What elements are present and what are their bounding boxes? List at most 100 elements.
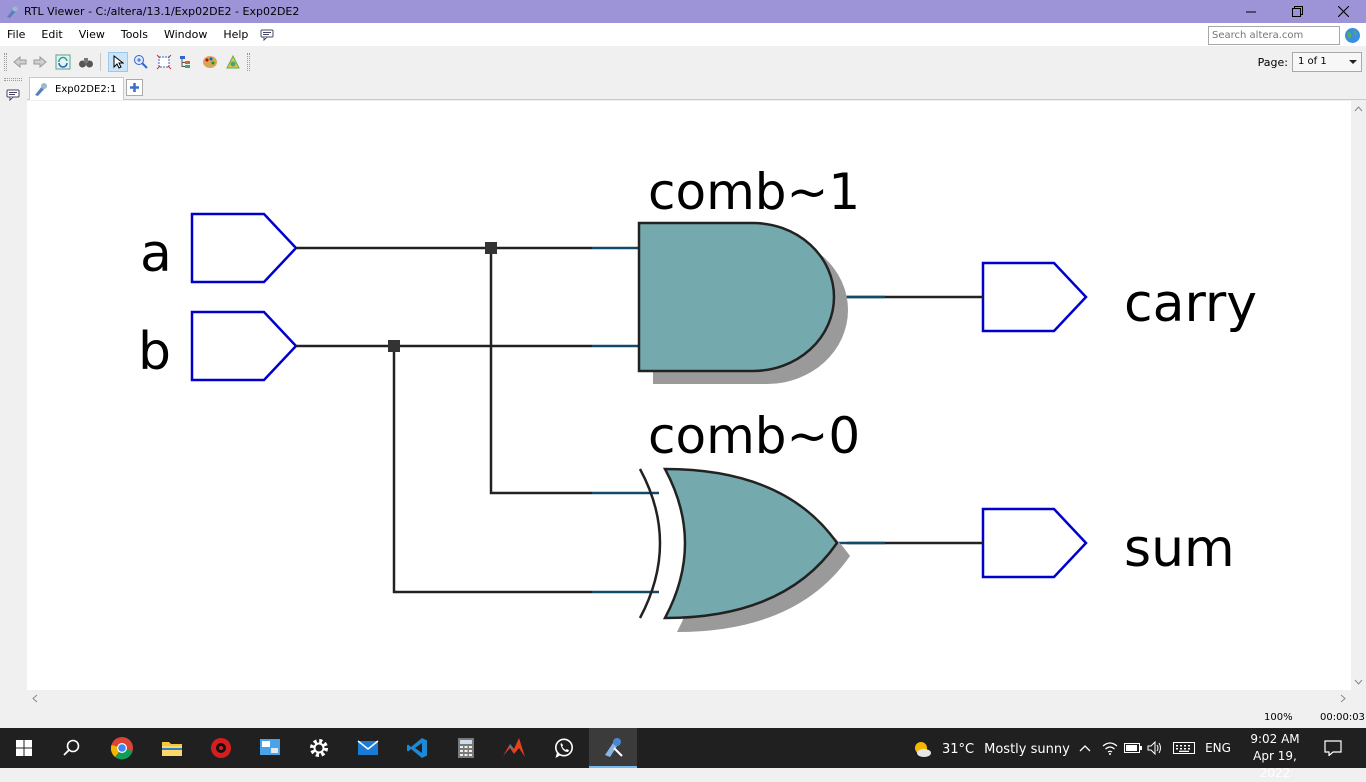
netlist-navigator-icon[interactable] xyxy=(223,52,243,72)
taskbar-settings[interactable] xyxy=(295,728,343,768)
output-port-sum[interactable] xyxy=(981,507,1088,579)
show-hidden-icons-button[interactable] xyxy=(1075,728,1095,768)
taskbar: 31°C Mostly sunny ENG 9:02 AM Apr 19, 20… xyxy=(0,728,1366,780)
minimize-button[interactable] xyxy=(1228,0,1274,23)
wire-b-to-xor xyxy=(392,346,592,594)
weather-temp: 31°C xyxy=(942,741,975,757)
plus-icon xyxy=(130,83,139,92)
mail-icon xyxy=(357,740,379,755)
left-strip-grip[interactable] xyxy=(4,78,22,81)
whatsapp-icon xyxy=(555,738,573,758)
menu-window[interactable]: Window xyxy=(163,28,208,41)
page-select[interactable]: 1 of 1 xyxy=(1292,52,1362,72)
input-port-a[interactable] xyxy=(190,212,298,284)
scroll-down-icon xyxy=(1354,679,1363,685)
refresh-icon[interactable] xyxy=(53,52,73,72)
wifi-button[interactable] xyxy=(1100,728,1120,768)
weather-widget[interactable]: 31°C Mostly sunny xyxy=(912,739,1070,759)
taskbar-whatsapp[interactable] xyxy=(540,728,588,768)
selection-tool-icon[interactable] xyxy=(108,52,128,72)
notification-icon xyxy=(1324,740,1342,756)
clock[interactable]: 9:02 AM Apr 19, 2022 xyxy=(1240,731,1310,782)
back-icon[interactable] xyxy=(10,52,30,72)
settings-gear-icon xyxy=(310,739,328,757)
language-indicator[interactable]: ENG xyxy=(1202,728,1234,768)
taskbar-chrome[interactable] xyxy=(98,728,146,768)
taskbar-search-button[interactable] xyxy=(48,728,96,768)
taskbar-vscode[interactable] xyxy=(393,728,441,768)
vertical-scrollbar[interactable] xyxy=(1351,101,1366,690)
help-chat-icon[interactable] xyxy=(260,29,274,41)
window-title: RTL Viewer - C:/altera/13.1/Exp02DE2 - E… xyxy=(24,5,300,18)
junction-b xyxy=(388,340,400,352)
volume-button[interactable] xyxy=(1145,728,1165,768)
hierarchy-list-icon[interactable] xyxy=(177,52,197,72)
wifi-icon xyxy=(1102,742,1118,755)
restore-button[interactable] xyxy=(1274,0,1320,23)
volume-icon xyxy=(1147,741,1161,755)
zoom-tool-icon[interactable] xyxy=(131,52,151,72)
title-bar: RTL Viewer - C:/altera/13.1/Exp02DE2 - E… xyxy=(0,0,1366,23)
gate-label-comb0: comb~0 xyxy=(648,407,860,465)
battery-button[interactable] xyxy=(1123,728,1143,768)
notifications-button[interactable] xyxy=(1318,728,1348,768)
quartus-icon xyxy=(605,738,623,757)
input-label-b: b xyxy=(138,322,171,382)
taskbar-quartus[interactable] xyxy=(589,728,637,768)
keyboard-icon xyxy=(1173,742,1195,754)
taskbar-calculator[interactable] xyxy=(442,728,490,768)
chevron-down-icon xyxy=(1349,60,1357,64)
menu-file[interactable]: File xyxy=(7,28,26,41)
menu-edit[interactable]: Edit xyxy=(41,28,63,41)
chrome-icon xyxy=(110,737,133,760)
taskbar-file-explorer[interactable] xyxy=(148,728,196,768)
tab-exp02de2[interactable]: Exp02DE2:1 xyxy=(29,77,124,100)
close-button[interactable] xyxy=(1320,0,1366,23)
calculator-icon xyxy=(458,738,474,758)
wire-a-to-xor xyxy=(489,248,592,495)
taskbar-control-panel[interactable] xyxy=(246,728,294,768)
output-port-carry[interactable] xyxy=(981,261,1088,333)
scroll-up-icon xyxy=(1354,106,1363,112)
messages-icon[interactable] xyxy=(6,89,20,104)
color-palette-icon[interactable] xyxy=(200,52,220,72)
zoom-level: 100% xyxy=(1264,712,1293,723)
scroll-left-icon xyxy=(32,694,38,703)
taskbar-mail[interactable] xyxy=(344,728,392,768)
tab-bar: Exp02DE2:1 xyxy=(27,76,1366,100)
and-gate-comb1[interactable] xyxy=(637,221,836,373)
xor-gate-input-arc xyxy=(638,468,662,619)
horizontal-scrollbar[interactable] xyxy=(27,690,1351,707)
menu-help[interactable]: Help xyxy=(223,28,249,41)
partly-sunny-icon xyxy=(915,742,931,757)
taskbar-matlab[interactable] xyxy=(490,728,538,768)
menu-view[interactable]: View xyxy=(78,28,105,41)
language-label: ENG xyxy=(1205,741,1231,755)
folder-icon xyxy=(162,742,182,756)
forward-icon[interactable] xyxy=(30,52,50,72)
tab-label: Exp02DE2:1 xyxy=(55,83,117,95)
left-strip xyxy=(0,76,27,708)
globe-icon[interactable] xyxy=(1344,27,1361,44)
add-tab-button[interactable] xyxy=(126,79,143,96)
fit-window-icon[interactable] xyxy=(154,52,174,72)
xor-gate-comb0[interactable] xyxy=(662,467,839,620)
red-gear-icon xyxy=(211,738,231,758)
find-icon[interactable] xyxy=(76,52,96,72)
search-icon xyxy=(63,739,80,756)
toolbar-grip[interactable] xyxy=(4,53,7,71)
schematic-canvas[interactable]: a b carry sum comb~1 comb~0 xyxy=(27,101,1351,690)
input-label-a: a xyxy=(140,224,172,284)
clock-time: 9:02 AM xyxy=(1250,732,1300,746)
start-button[interactable] xyxy=(0,728,48,768)
taskbar-app-red[interactable] xyxy=(197,728,245,768)
gate-label-comb1: comb~1 xyxy=(648,163,860,221)
search-input[interactable] xyxy=(1208,26,1340,45)
battery-icon xyxy=(1124,743,1142,753)
restore-icon xyxy=(1291,6,1303,17)
menu-tools[interactable]: Tools xyxy=(120,28,148,41)
toolbar-grip-2[interactable] xyxy=(247,53,250,71)
input-port-b[interactable] xyxy=(190,310,298,382)
clock-date: Apr 19, 2022 xyxy=(1253,749,1297,780)
touch-keyboard-button[interactable] xyxy=(1170,728,1198,768)
